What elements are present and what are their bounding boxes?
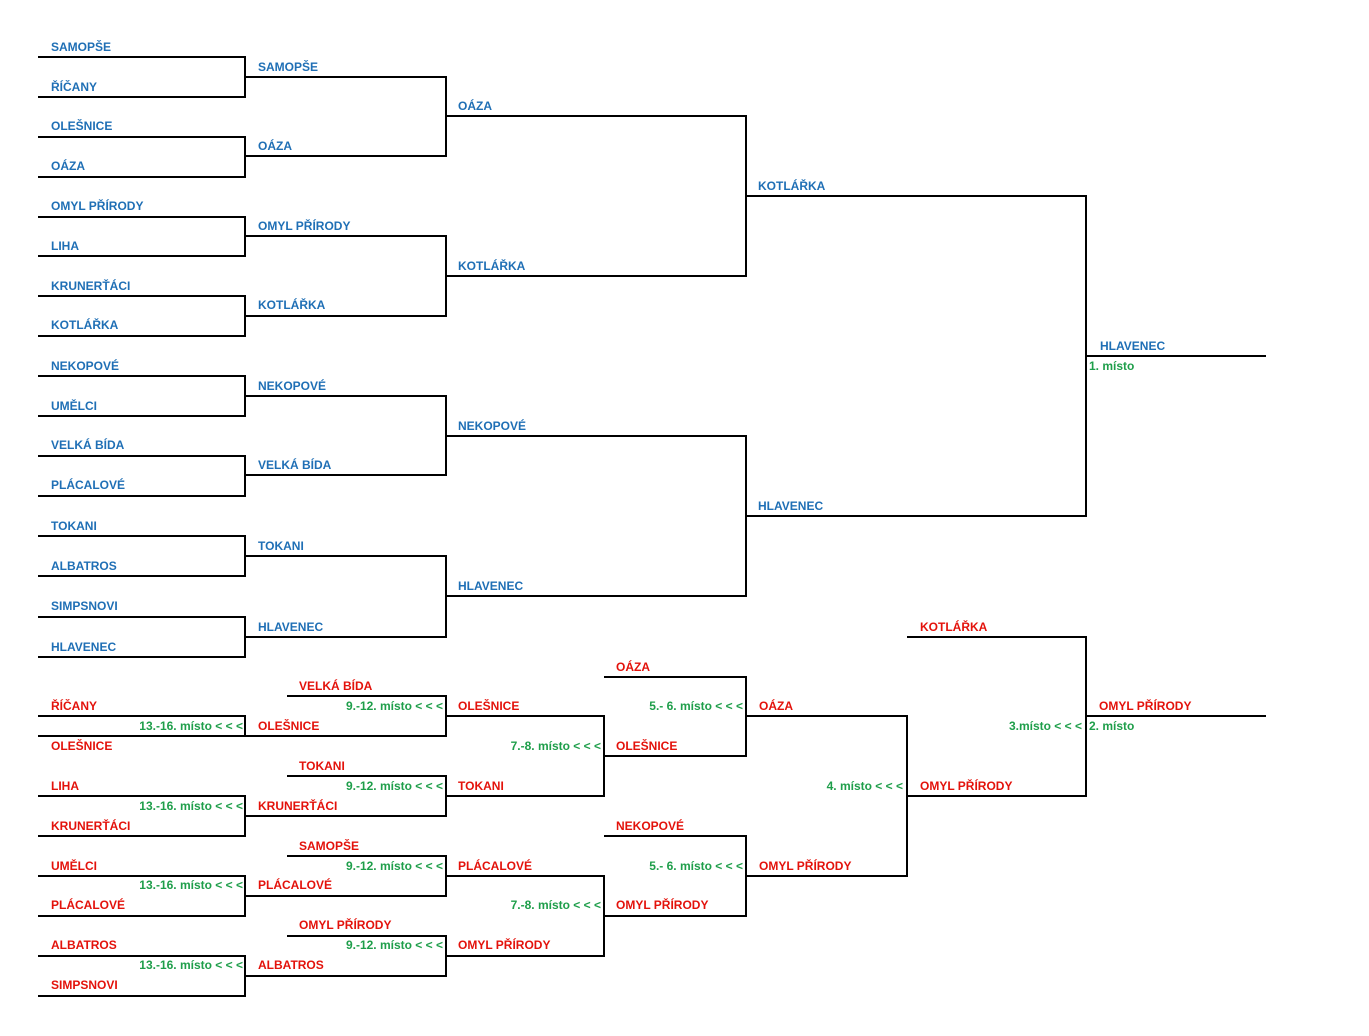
place-9-12-label: 9.-12. místo < < < <box>345 859 443 873</box>
cons-r2-winner-4: OMYL PŘÍRODY <box>458 938 551 952</box>
cons-dropin-6: NEKOPOVÉ <box>616 819 685 833</box>
team-r4-1: KOTLÁŘKA <box>758 179 826 193</box>
team-r1-10: UMĚLCI <box>51 399 97 413</box>
place-13-16-label: 13.-16. místo < < < <box>139 799 243 813</box>
cons-r5-winner: OMYL PŘÍRODY <box>920 779 1013 793</box>
team-r2-6: VELKÁ BÍDA <box>258 458 332 472</box>
team-r1-2: ŘÍČANY <box>51 80 98 94</box>
place-5-6-label: 5.- 6. místo < < < <box>649 699 743 713</box>
team-r3-3: NEKOPOVÉ <box>458 419 527 433</box>
cons-team-5: UMĚLCI <box>51 859 97 873</box>
cons-team-4: KRUNERŤÁCI <box>51 819 131 833</box>
team-r1-5: OMYL PŘÍRODY <box>51 199 144 213</box>
cons-dropin-2: TOKANI <box>299 759 345 773</box>
cons-r1-winner-1: OLEŠNICE <box>258 719 320 733</box>
team-r2-1: SAMOPŠE <box>258 60 319 74</box>
place-5-6-label: 5.- 6. místo < < < <box>649 859 743 873</box>
place-13-16-label: 13.-16. místo < < < <box>139 958 243 972</box>
team-r2-3: OMYL PŘÍRODY <box>258 219 351 233</box>
team-r1-11: VELKÁ BÍDA <box>51 438 125 452</box>
team-r1-15: SIMPSNOVI <box>51 599 118 613</box>
cons-team-3: LIHA <box>51 779 79 793</box>
cons-final-top: KOTLÁŘKA <box>920 620 988 634</box>
team-r3-2: KOTLÁŘKA <box>458 259 526 273</box>
cons-r4-winner-2: OMYL PŘÍRODY <box>759 859 852 873</box>
place-4-label: 4. místo < < < <box>826 779 903 793</box>
team-r1-1: SAMOPŠE <box>51 40 112 54</box>
team-r2-5: NEKOPOVÉ <box>258 379 327 393</box>
place-3-label: 3.místo < < < <box>1008 719 1082 733</box>
team-r1-6: LIHA <box>51 239 79 253</box>
cons-team-7: ALBATROS <box>51 938 117 952</box>
team-r1-4: OÁZA <box>51 159 85 173</box>
champion-place: 1. místo <box>1089 359 1135 373</box>
place-9-12-label: 9.-12. místo < < < <box>345 779 443 793</box>
cons-final-winner: OMYL PŘÍRODY <box>1099 699 1192 713</box>
team-r1-16: HLAVENEC <box>51 640 117 654</box>
team-r4-2: HLAVENEC <box>758 499 824 513</box>
cons-dropin-3: SAMOPŠE <box>299 839 360 853</box>
place-7-8-label: 7.-8. místo < < < <box>510 739 601 753</box>
cons-r2-winner-3: PLÁCALOVÉ <box>458 859 533 873</box>
cons-dropin-1: VELKÁ BÍDA <box>299 679 373 693</box>
team-r1-13: TOKANI <box>51 519 97 533</box>
team-r2-7: TOKANI <box>258 539 304 553</box>
cons-r3-winner-1: OLEŠNICE <box>616 739 678 753</box>
team-r3-4: HLAVENEC <box>458 579 524 593</box>
cons-team-2: OLEŠNICE <box>51 739 113 753</box>
cons-r1-winner-4: ALBATROS <box>258 958 324 972</box>
team-r3-1: OÁZA <box>458 99 492 113</box>
team-r1-12: PLÁCALOVÉ <box>51 478 126 492</box>
cons-dropin-5: OÁZA <box>616 660 650 674</box>
cons-team-8: SIMPSNOVI <box>51 978 118 992</box>
champion-name: HLAVENEC <box>1100 339 1166 353</box>
cons-r3-winner-2: OMYL PŘÍRODY <box>616 898 709 912</box>
team-r2-8: HLAVENEC <box>258 620 324 634</box>
cons-dropin-4: OMYL PŘÍRODY <box>299 918 392 932</box>
cons-r2-winner-1: OLEŠNICE <box>458 699 520 713</box>
team-r2-4: KOTLÁŘKA <box>258 298 326 312</box>
place-13-16-label: 13.-16. místo < < < <box>139 878 243 892</box>
place-9-12-label: 9.-12. místo < < < <box>345 938 443 952</box>
cons-team-1: ŘÍČANY <box>51 699 98 713</box>
cons-r2-winner-2: TOKANI <box>458 779 504 793</box>
place-7-8-label: 7.-8. místo < < < <box>510 898 601 912</box>
cons-r4-winner-1: OÁZA <box>759 699 793 713</box>
team-r2-2: OÁZA <box>258 139 292 153</box>
team-r1-7: KRUNERŤÁCI <box>51 279 131 293</box>
team-r1-14: ALBATROS <box>51 559 117 573</box>
team-r1-9: NEKOPOVÉ <box>51 359 120 373</box>
place-9-12-label: 9.-12. místo < < < <box>345 699 443 713</box>
cons-r1-winner-3: PLÁCALOVÉ <box>258 878 333 892</box>
cons-r1-winner-2: KRUNERŤÁCI <box>258 799 338 813</box>
team-r1-8: KOTLÁŘKA <box>51 318 119 332</box>
team-r1-3: OLEŠNICE <box>51 119 113 133</box>
place-2-label: 2. místo <box>1089 719 1135 733</box>
cons-team-6: PLÁCALOVÉ <box>51 898 126 912</box>
place-13-16-label: 13.-16. místo < < < <box>139 719 243 733</box>
